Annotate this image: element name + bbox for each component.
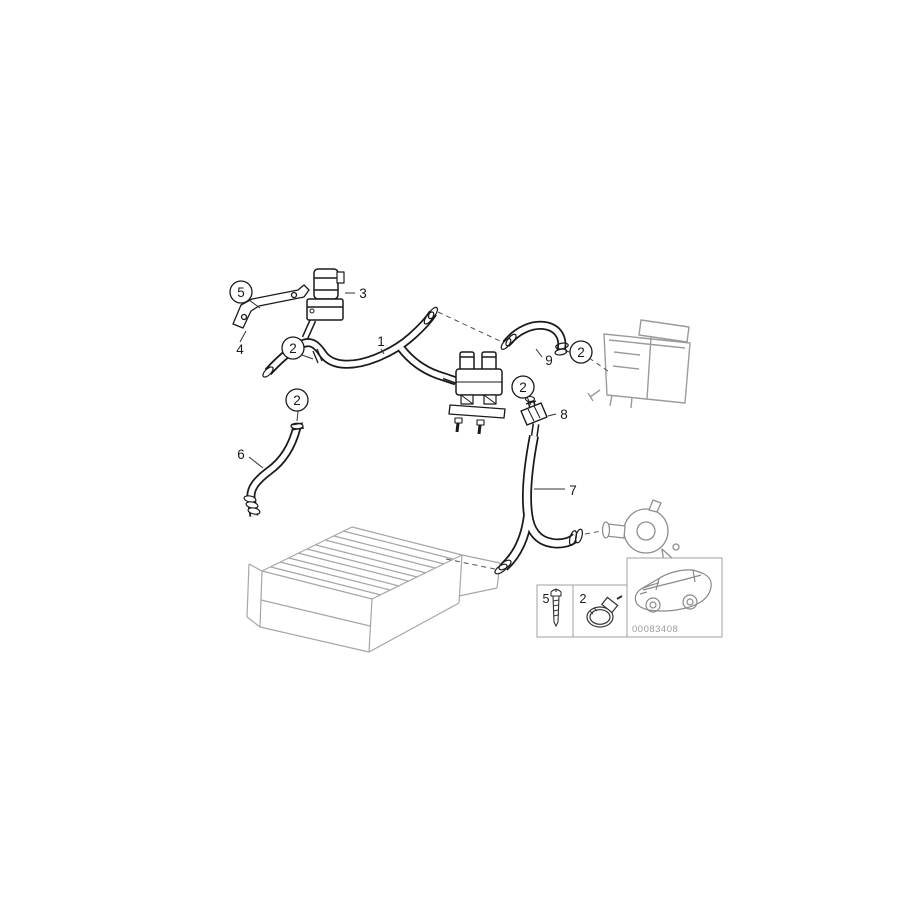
callout-label: 7 (569, 483, 577, 498)
hose-clamp-mark (525, 400, 537, 405)
dashed-leader-lines (437, 311, 609, 570)
legend-item-clamp[interactable]: 2 (580, 592, 623, 628)
valve-bolt (454, 417, 463, 433)
callout-label: 1 (377, 334, 385, 349)
hose-clamp-icon (586, 595, 623, 628)
callout-4[interactable]: 4 (236, 342, 244, 357)
callouts: 5 4 3 2 1 2 6 9 2 2 (229, 280, 593, 498)
water-pump (601, 499, 680, 565)
callout-3[interactable]: 3 (359, 286, 367, 301)
callout-5[interactable]: 5 (229, 280, 253, 304)
callout-label: 8 (560, 407, 568, 422)
car-thumbnail-box: 00083408 (626, 557, 723, 638)
callout-label: 6 (237, 447, 245, 462)
callout-6[interactable]: 6 (237, 447, 245, 462)
callout-label: 2 (577, 345, 585, 360)
legend-label: 2 (580, 592, 587, 606)
hose-clamp-mark (290, 422, 305, 431)
auxiliary-heater-unit (587, 319, 691, 409)
callout-label: 9 (545, 353, 553, 368)
callout-7[interactable]: 7 (569, 483, 577, 498)
callout-label: 2 (519, 380, 527, 395)
callout-8[interactable]: 8 (560, 407, 568, 422)
legend-box: 5 2 (536, 584, 628, 638)
legend-item-screw[interactable]: 5 (543, 588, 562, 628)
screw-icon (550, 588, 562, 628)
engine-block (246, 526, 501, 653)
legend-label: 5 (543, 592, 550, 606)
hose-7 (494, 435, 584, 575)
callout-label: 3 (359, 286, 367, 301)
callout-1[interactable]: 1 (377, 334, 385, 349)
car-icon (634, 569, 712, 613)
engine-hatching (270, 530, 454, 596)
callout-2d[interactable]: 2 (511, 375, 535, 399)
hose-6-connector (243, 495, 261, 517)
callout-label: 2 (289, 341, 297, 356)
callout-2a[interactable]: 2 (281, 336, 305, 360)
hose-6 (243, 422, 305, 517)
dual-solenoid-valve (442, 351, 506, 435)
callout-label: 5 (237, 285, 245, 300)
hose-9 (500, 320, 569, 356)
inline-valve-8 (520, 395, 548, 439)
callout-label: 4 (236, 342, 244, 357)
hose-clamp-mark (312, 348, 323, 364)
callout-9[interactable]: 9 (545, 353, 553, 368)
leader-lines (239, 292, 571, 490)
callout-2c[interactable]: 2 (569, 340, 593, 364)
callout-2b[interactable]: 2 (285, 388, 309, 412)
callout-label: 2 (293, 393, 301, 408)
valve-bolt (476, 419, 485, 435)
image-code: 00083408 (632, 624, 678, 635)
water-valve (301, 268, 345, 340)
